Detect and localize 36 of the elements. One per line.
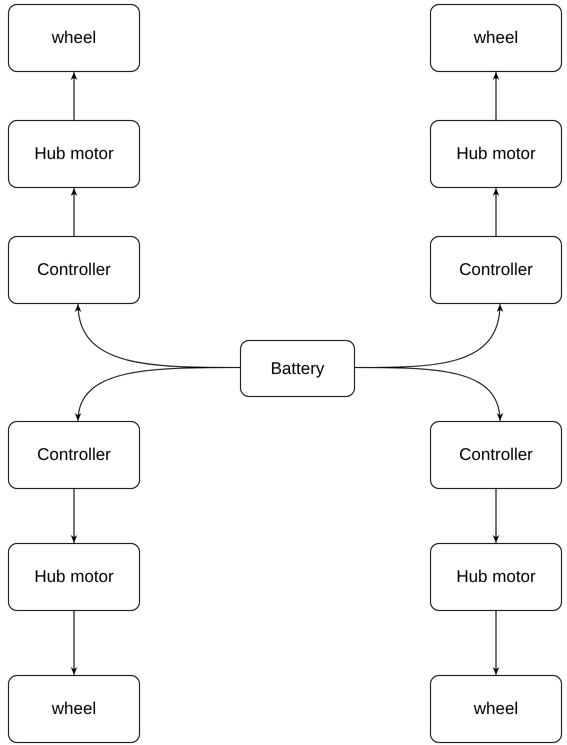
battery-box (240, 340, 355, 397)
wheel-box (8, 675, 140, 743)
node-label: Battery (270, 358, 324, 378)
arrow (70, 610, 78, 676)
wheel-box (8, 4, 140, 72)
controller-box (430, 236, 562, 304)
arrow (354, 367, 502, 422)
controller-box (8, 236, 140, 304)
arrow (70, 72, 78, 120)
node-label: wheel (474, 28, 518, 48)
node-label: Controller (37, 260, 111, 280)
node-label: wheel (52, 28, 96, 48)
controller-box (8, 421, 140, 489)
arrow (70, 488, 78, 544)
arrow (70, 188, 78, 236)
arrow (492, 72, 500, 120)
motor-box (430, 543, 562, 611)
node-label: Controller (459, 445, 533, 465)
arrow (492, 610, 500, 676)
wheel-box (430, 4, 562, 72)
node-label: wheel (52, 699, 96, 719)
node-label: Controller (37, 445, 111, 465)
arrow (492, 488, 500, 544)
arrow (76, 367, 240, 422)
node-label: wheel (474, 699, 518, 719)
motor-box (8, 543, 140, 611)
node-label: Hub motor (34, 144, 114, 164)
node-label: Hub motor (456, 144, 536, 164)
node-label: Controller (459, 260, 533, 280)
wheel-box (430, 675, 562, 743)
node-label: Hub motor (456, 567, 536, 587)
arrow (492, 188, 500, 236)
controller-box (430, 421, 562, 489)
motor-box (430, 120, 562, 188)
node-label: Hub motor (34, 567, 114, 587)
motor-box (8, 120, 140, 188)
